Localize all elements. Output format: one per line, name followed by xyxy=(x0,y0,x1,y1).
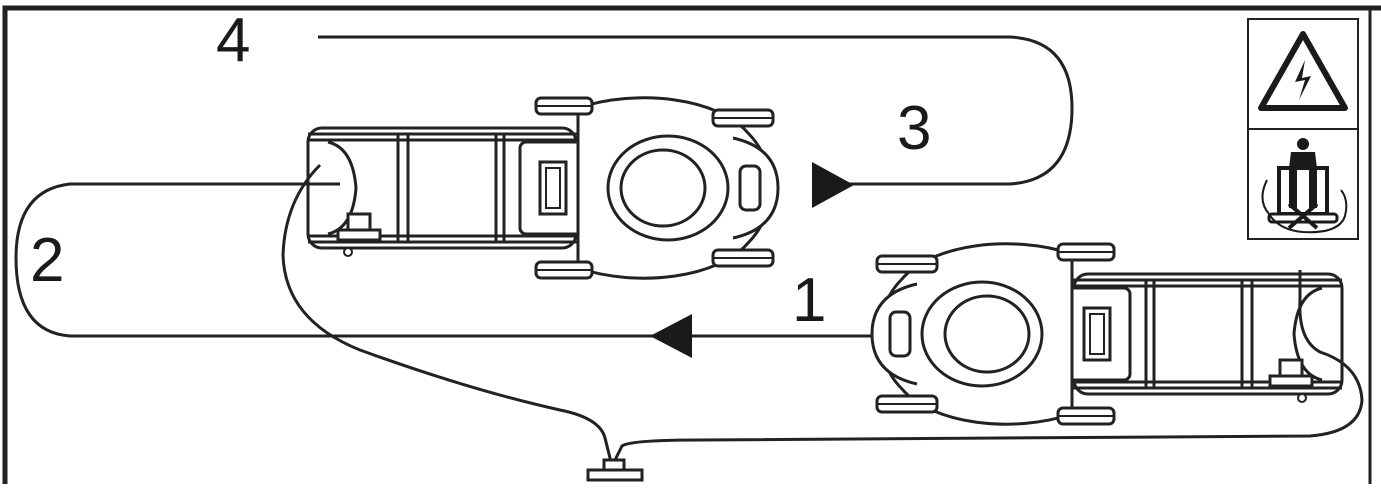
step-label-2: 2 xyxy=(30,226,65,295)
mower-lower xyxy=(870,242,1344,426)
electric-shock-warning-icon xyxy=(1258,31,1348,111)
step-label-1: 1 xyxy=(792,266,827,335)
power-cable-left xyxy=(281,163,614,467)
power-cable-right xyxy=(610,270,1364,467)
step-label-4: 4 xyxy=(216,6,251,75)
safety-warning-panel xyxy=(1247,18,1359,240)
direction-arrow-icon-left xyxy=(650,314,692,358)
path-segment-1-2 xyxy=(14,182,880,338)
direction-arrow-icon-right xyxy=(812,162,854,208)
step-label-3: 3 xyxy=(897,94,932,163)
charging-station-icon xyxy=(586,458,644,482)
do-not-stand-on-cable-icon xyxy=(1261,138,1348,234)
path-segment-3-4 xyxy=(318,35,1074,186)
mower-upper xyxy=(306,96,780,280)
outer-frame-top-left xyxy=(2,5,1381,484)
panel-divider xyxy=(1249,128,1357,130)
